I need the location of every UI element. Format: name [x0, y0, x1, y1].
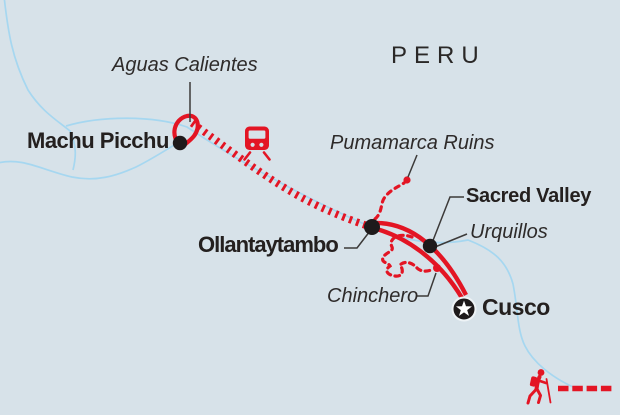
trek-legend: [526, 369, 612, 405]
label-cusco: Cusco: [482, 294, 550, 320]
ollantaytambo-leader: [344, 230, 371, 249]
trek-trails: [373, 181, 435, 278]
label-chinchero: Chinchero: [327, 285, 419, 307]
label-pumamarca-ruins: Pumamarca Ruins: [330, 132, 495, 154]
star-icon: [456, 300, 472, 316]
road-route-upper-arc: [373, 220, 468, 297]
callout-lines: [189, 82, 468, 297]
cusco-star-marker: [451, 296, 477, 322]
machu-picchu-loop: [172, 113, 200, 150]
pumamarca-trek-trail: [373, 181, 406, 221]
road-route-lines: [372, 220, 468, 300]
country-label: PERU: [391, 42, 486, 69]
label-ollantaytambo: Ollantaytambo: [198, 232, 339, 257]
machu-picchu-dot: [172, 135, 188, 151]
chinchero-trail-end-dot: [433, 264, 441, 272]
pumamarca-trail-end-dot: [403, 176, 411, 184]
label-aguas-calientes: Aguas Calientes: [112, 54, 258, 76]
river-top-left: [3, 0, 77, 171]
label-machu-picchu: Machu Picchu: [27, 128, 169, 153]
river-wavy-left: [0, 141, 180, 180]
pumamarca-leader: [407, 154, 418, 178]
urquillos-leader: [434, 233, 468, 248]
urquillos-dot: [422, 238, 438, 254]
train-icon: [243, 126, 271, 161]
train-route-line: [189, 119, 370, 230]
hiker-icon: [526, 369, 552, 405]
ollantaytambo-dot: [364, 219, 380, 235]
sacred-valley-leader: [431, 196, 464, 244]
label-urquillos: Urquillos: [470, 221, 548, 243]
chinchero-trek-trail: [381, 233, 435, 278]
chinchero-leader: [417, 272, 437, 297]
label-sacred-valley: Sacred Valley: [466, 185, 592, 207]
road-route-lower-arc: [372, 225, 464, 300]
